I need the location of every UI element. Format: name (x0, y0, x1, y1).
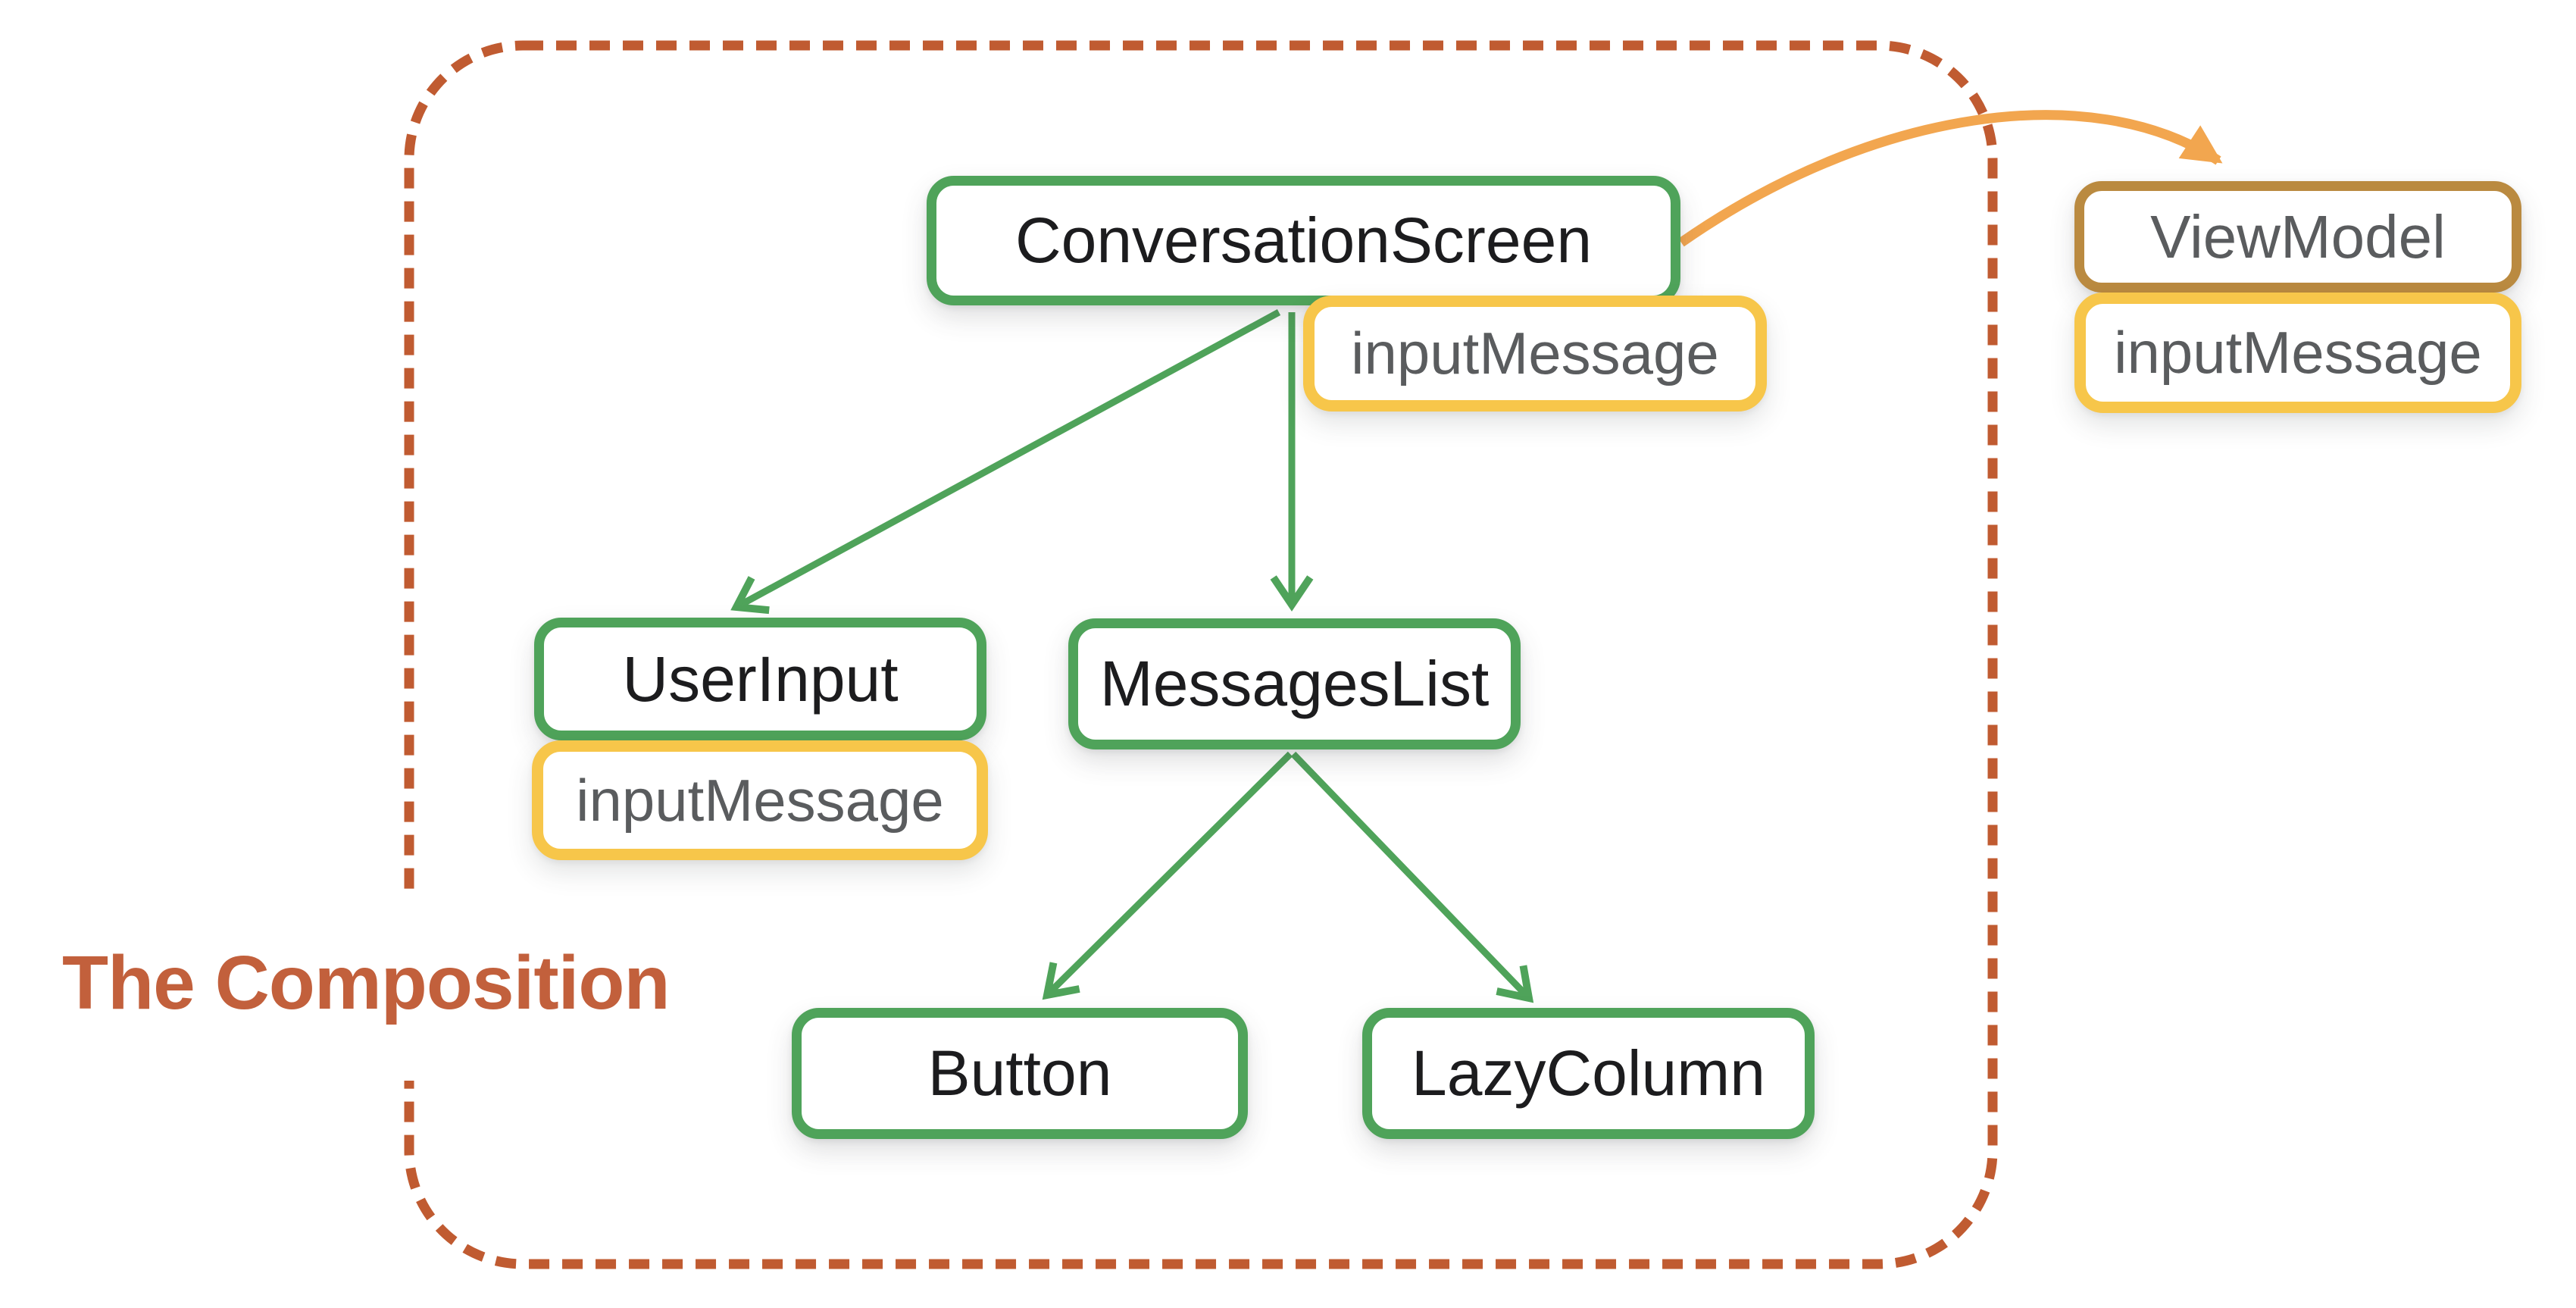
state-view-model-input-message: inputMessage (2074, 293, 2521, 413)
node-messages-list-label: MessagesList (1099, 648, 1490, 719)
node-lazy-column: LazyColumn (1362, 1008, 1815, 1139)
node-conversation-screen: ConversationScreen (927, 176, 1680, 305)
node-user-input-label: UserInput (622, 643, 899, 715)
node-view-model: ViewModel (2074, 181, 2521, 293)
state-conversation-screen-input-message-label: inputMessage (1351, 320, 1719, 386)
diagram-title: The Composition (62, 940, 671, 1025)
edge-conversationscreen-viewmodel (1678, 110, 2223, 247)
edge-messageslist-button (1042, 751, 1293, 1000)
composition-boundary-dashed (404, 40, 1998, 1269)
node-user-input: UserInput (534, 618, 986, 740)
node-messages-list: MessagesList (1068, 618, 1521, 749)
state-user-input-input-message-label: inputMessage (576, 766, 944, 834)
node-button-label: Button (927, 1037, 1112, 1109)
edge-conversationscreen-userinput (730, 309, 1281, 615)
edge-messageslist-lazycolumn (1290, 751, 1534, 1003)
boundary-title-gap (377, 893, 447, 1081)
state-view-model-input-message-label: inputMessage (2114, 319, 2482, 386)
node-lazy-column-label: LazyColumn (1411, 1037, 1765, 1109)
state-conversation-screen-input-message: inputMessage (1303, 296, 1767, 411)
node-button: Button (792, 1008, 1248, 1139)
state-user-input-input-message: inputMessage (532, 740, 988, 860)
node-conversation-screen-label: ConversationScreen (1014, 205, 1593, 276)
node-view-model-label: ViewModel (2150, 202, 2446, 271)
